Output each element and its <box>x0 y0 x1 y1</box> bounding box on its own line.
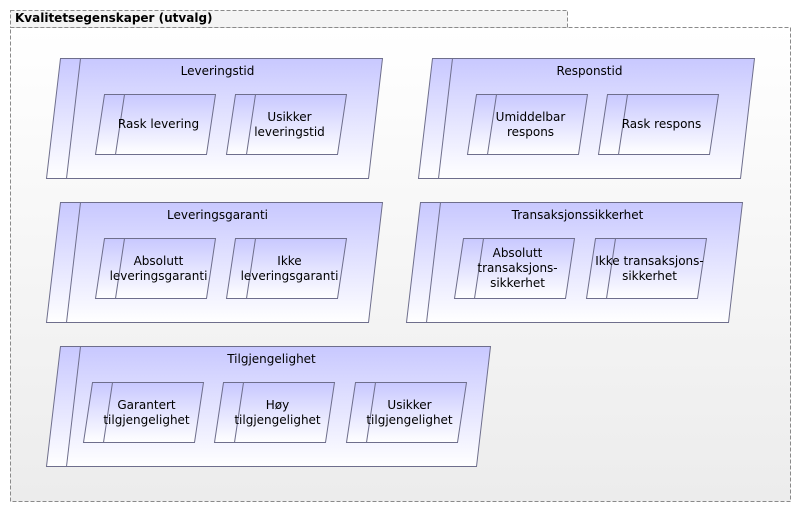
group-3-item-1-box <box>94 238 217 299</box>
group-4-item-2-box <box>585 238 708 299</box>
group-1-item-1-box <box>94 94 217 155</box>
group-5-item-3-box <box>345 382 468 443</box>
group-5-item-2-box <box>213 382 336 443</box>
group-2-item-1-box <box>466 94 589 155</box>
group-4-item-1-box <box>453 238 576 299</box>
package-title: Kvalitetsegenskaper (utvalg) <box>15 11 213 25</box>
group-1-item-2-box <box>225 94 348 155</box>
group-5-item-1-box <box>82 382 205 443</box>
group-2-item-2-box <box>597 94 720 155</box>
group-3-item-2-box <box>225 238 348 299</box>
